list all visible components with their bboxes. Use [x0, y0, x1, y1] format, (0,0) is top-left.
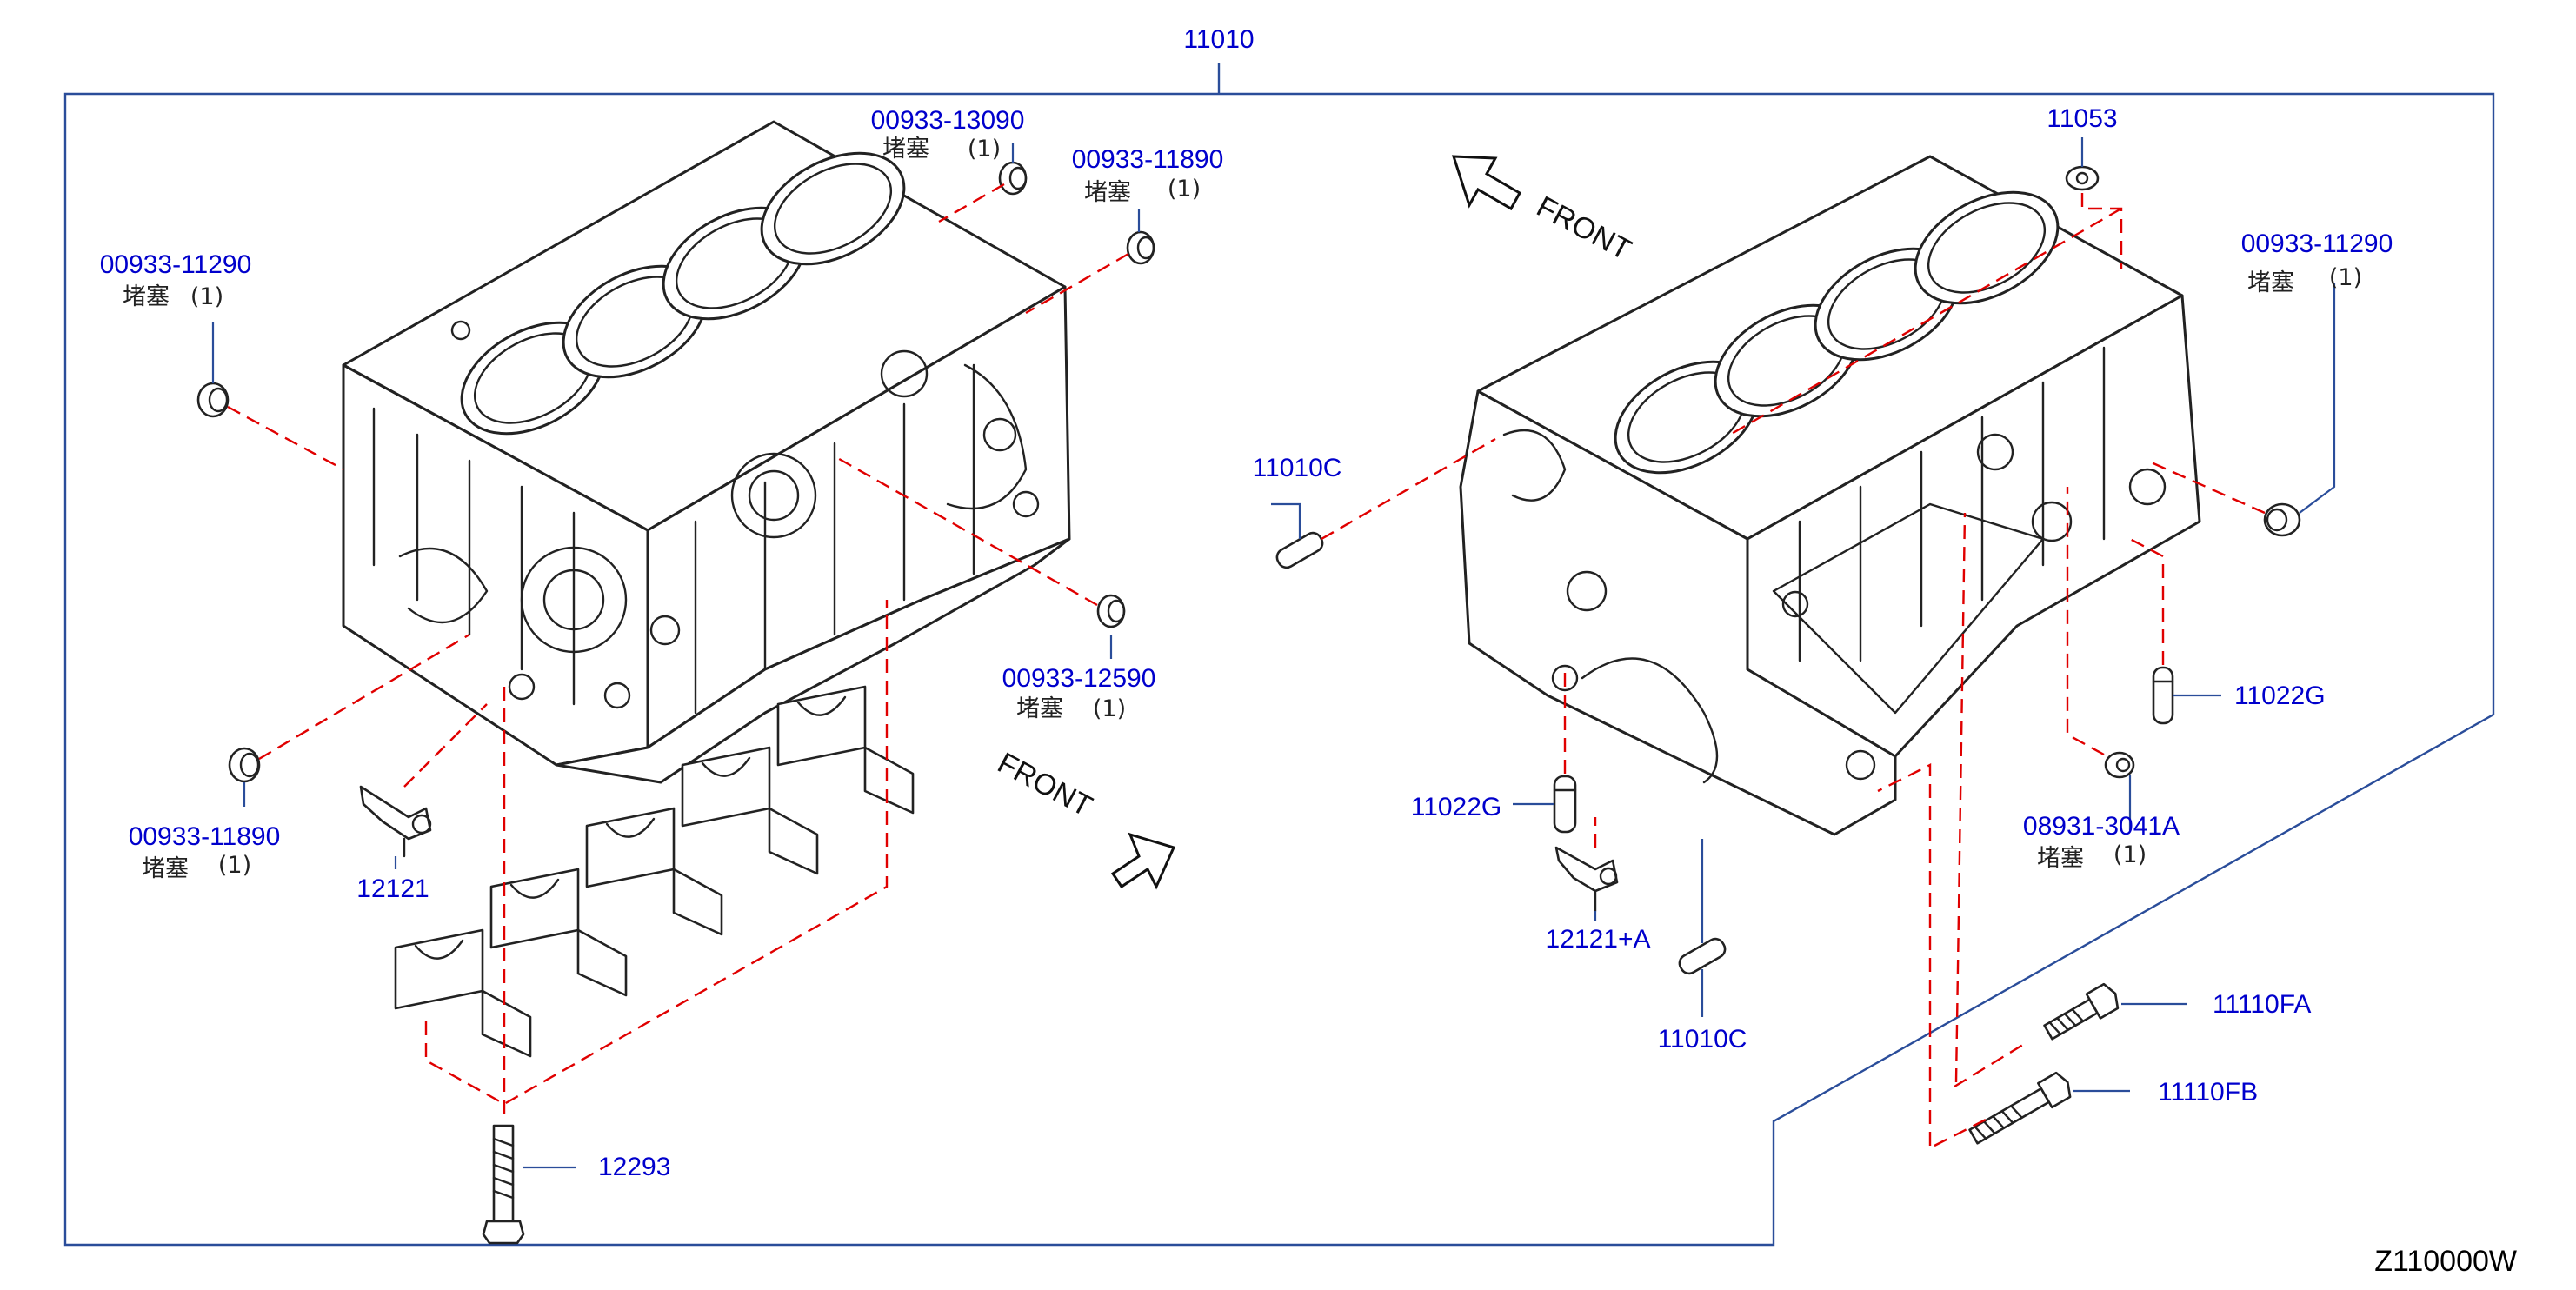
qty-00933-11890-top: (1) [1168, 176, 1201, 203]
plug-drawings-left [196, 161, 1155, 783]
part-number-00933-13090[interactable]: 00933-13090 [871, 106, 1025, 135]
front-arrow-right [1451, 155, 1522, 211]
qty-00933-13090: (1) [968, 136, 1001, 163]
qty-00933-11290-right: (1) [2329, 264, 2362, 291]
plug-note-00933-11890-top: 堵塞 [1084, 179, 1131, 206]
part-number-11110FB[interactable]: 11110FB [2158, 1078, 2258, 1107]
part-number-12293[interactable]: 12293 [598, 1153, 670, 1181]
qty-00933-11290-left: (1) [190, 283, 223, 310]
alignment-lines-right [1321, 193, 2266, 1147]
leader-lines [211, 137, 2336, 1169]
part-number-11053[interactable]: 11053 [2047, 104, 2117, 133]
front-direction-label-right: FRONT [1531, 190, 1636, 268]
part-number-00933-11290-right[interactable]: 00933-11290 [2241, 229, 2393, 258]
alignment-lines-left [227, 183, 1129, 1121]
part-number-08931-3041A[interactable]: 08931-3041A [2023, 812, 2180, 841]
bolt-11110FA-drawing [2043, 982, 2120, 1041]
assembly-frame [63, 63, 2495, 1247]
plug-note-08931-3041A: 堵塞 [2037, 845, 2084, 872]
bolt-12293-drawing [482, 1124, 525, 1245]
dowel-pin-drawings [1275, 531, 2174, 975]
front-arrow-left [1110, 832, 1176, 890]
cylinder-block-right-drawing [1459, 155, 2201, 836]
diagram-code: Z110000W [2374, 1245, 2517, 1278]
qty-00933-11890-bottom: (1) [218, 852, 251, 879]
front-direction-label-left: FRONT [992, 747, 1097, 824]
plug-drawings-right [2065, 165, 2301, 779]
part-number-00933-12590[interactable]: 00933-12590 [1002, 664, 1156, 693]
plug-note-00933-13090: 堵塞 [882, 136, 929, 163]
part-number-00933-11290-left[interactable]: 00933-11290 [100, 250, 252, 279]
part-number-12121A[interactable]: 12121+A [1546, 925, 1651, 954]
part-number-11022G-right[interactable]: 11022G [2234, 682, 2326, 710]
part-number-11022G-left[interactable]: 11022G [1411, 793, 1502, 821]
part-number-12121[interactable]: 12121 [356, 874, 429, 903]
assembly-number-label[interactable]: 11010 [1183, 25, 1254, 54]
main-bearing-caps [394, 685, 915, 1058]
plug-note-00933-11290-left: 堵塞 [123, 283, 170, 310]
oil-jet-12121-drawing [359, 785, 432, 858]
part-number-00933-11890-top[interactable]: 00933-11890 [1072, 145, 1224, 174]
oil-jet-12121A-drawing [1554, 846, 1619, 913]
plug-note-00933-12590: 堵塞 [1016, 695, 1063, 722]
cylinder-block-left-drawing [342, 120, 1071, 784]
part-number-11110FA[interactable]: 11110FA [2213, 990, 2311, 1019]
plug-note-00933-11890-bottom: 堵塞 [142, 855, 189, 882]
plug-note-00933-11290-right: 堵塞 [2247, 269, 2294, 296]
part-number-11010C-upper[interactable]: 11010C [1253, 454, 1342, 482]
qty-00933-12590: (1) [1093, 695, 1126, 722]
part-number-00933-11890-bottom[interactable]: 00933-11890 [129, 822, 281, 851]
bolt-11110FB-drawing [1968, 1071, 2072, 1145]
qty-08931-3041A: (1) [2113, 841, 2147, 868]
part-number-11010C-lower[interactable]: 11010C [1658, 1025, 1747, 1054]
